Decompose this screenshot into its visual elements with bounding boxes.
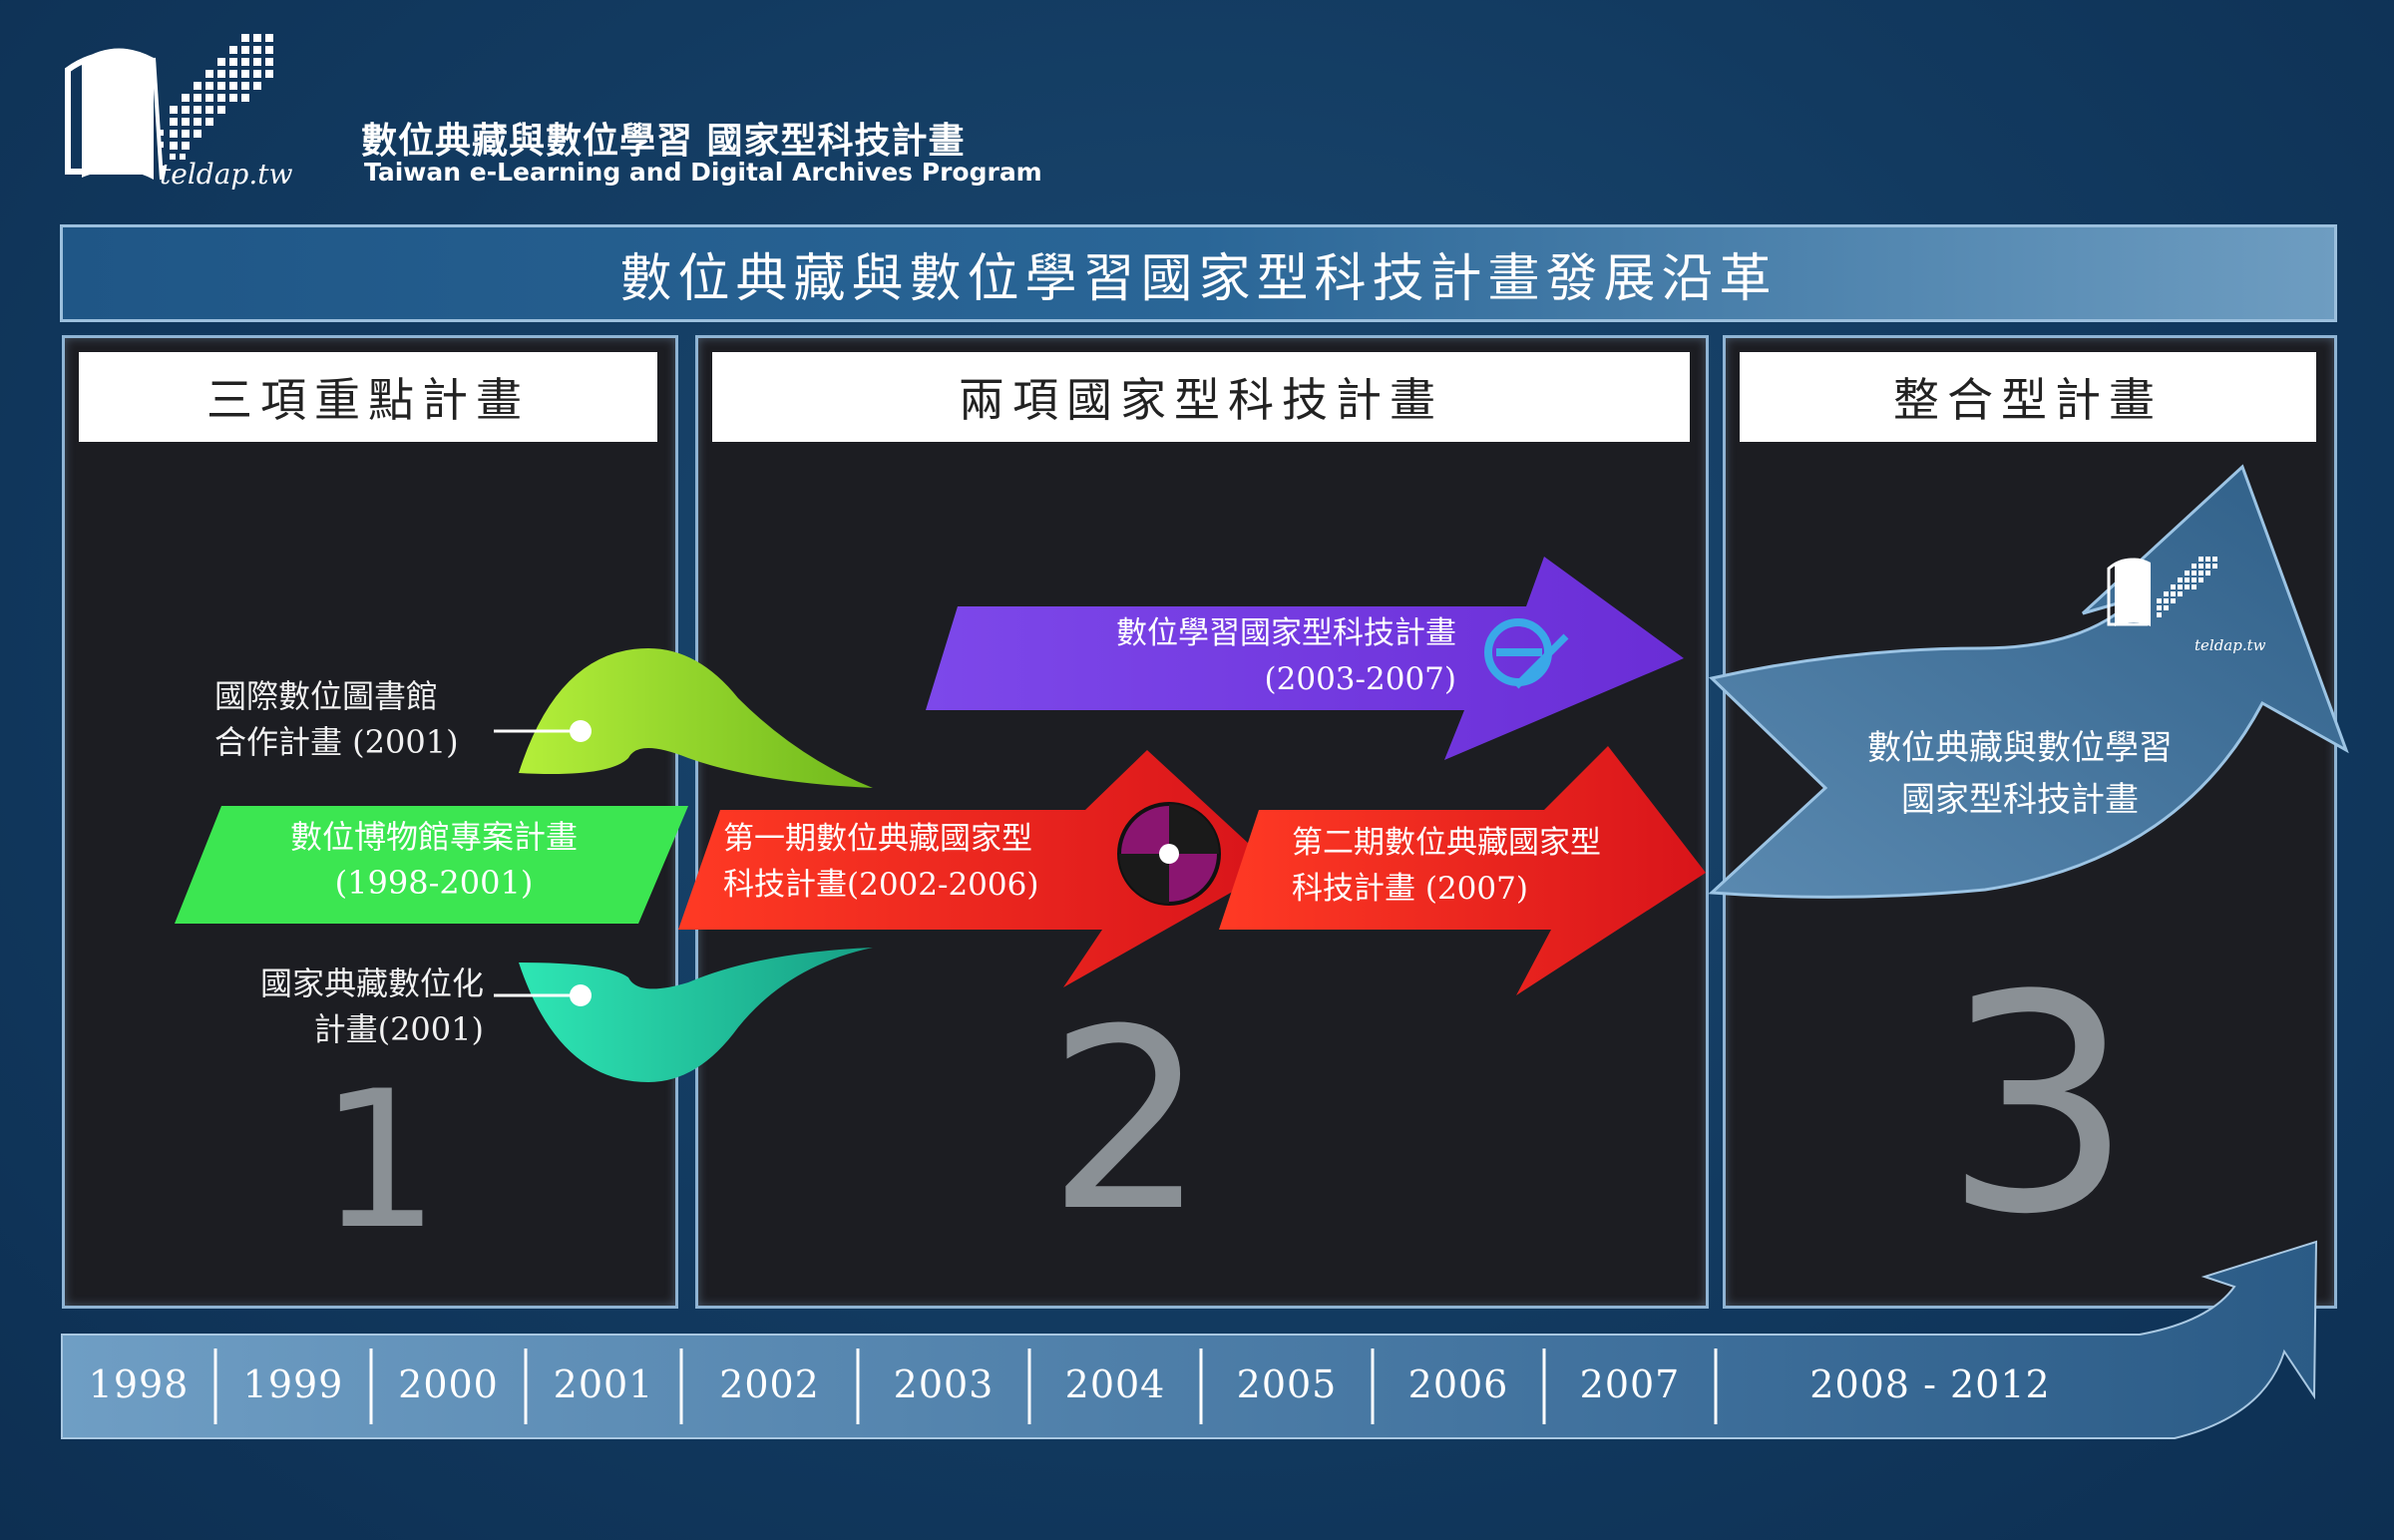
merged-program-line1: 數位典藏與數位學習 [1867,728,2173,768]
title-bar: 數位典藏與數位學習國家型科技計畫發展沿革 [60,224,2337,322]
digital-museum-line1: 數位博物館專案計畫 [289,818,578,856]
phase-number-1: 1 [319,1050,440,1271]
timeline-year: 1999 [242,1362,344,1406]
digital-museum-line2: (1998-2001) [334,864,534,902]
archive-phase1-label: 第一期數位典藏國家型 科技計畫(2002-2006) [723,816,1122,908]
teldap-logo-icon [65,34,273,181]
merged-program-line2: 國家型科技計畫 [1901,780,2139,820]
intl-digital-library-line1: 國際數位圖書館 [214,677,439,715]
archive-phase1-line2: 科技計畫(2002-2006) [723,867,1039,903]
digital-archive-disc-icon [1117,802,1221,906]
timeline-year: 2007 [1579,1362,1681,1406]
national-archive-line1: 國家典藏數位化 [259,964,484,1002]
elearning-arrow-label: 數位學習國家型科技計畫 (2003-2007) [1007,610,1456,702]
elearning-arrow-line2: (2003-2007) [1264,661,1456,697]
timeline-year: 1998 [88,1362,190,1406]
logo-wordmark: teldap.tw [160,158,293,191]
phase-heading-1: 三項重點計畫 [79,352,657,442]
digital-museum-label: 數位博物館專案計畫 (1998-2001) [214,814,653,906]
national-archive-line2: 計畫(2001) [313,1010,484,1048]
green-museum-banner [175,806,688,924]
timeline-year: 2006 [1407,1362,1509,1406]
timeline-year: 2003 [893,1362,995,1406]
timeline-year: 2001 [553,1362,654,1406]
timeline-year: 2005 [1236,1362,1338,1406]
lime-swoosh-arrow [519,648,873,788]
timeline: 1998 1999 2000 2001 2002 2003 2004 2005 … [62,1335,2256,1434]
phase-number-2: 2 [1047,975,1207,1266]
elearning-arrow-line1: 數位學習國家型科技計畫 [1116,615,1456,651]
purple-elearning-arrow [926,557,1684,760]
elearning-e-icon [1484,618,1569,689]
org-name-en: Taiwan e-Learning and Digital Archives P… [364,158,1042,187]
red-archive-phase2-arrow [1219,746,1706,995]
phase-number-3: 3 [1943,932,2134,1280]
intl-digital-library-label: 國際數位圖書館 合作計畫 (2001) [214,673,504,765]
national-archive-label: 國家典藏數位化 計畫(2001) [204,961,484,1052]
timeline-year: 2002 [719,1362,820,1406]
merged-program-arrow [1708,464,2349,899]
red-archive-phase1-arrow [678,750,1275,987]
timeline-year: 2000 [398,1362,499,1406]
archive-phase2-label: 第二期數位典藏國家型 科技計畫 (2007) [1292,820,1691,912]
page-title: 數位典藏與數位學習國家型科技計畫發展沿革 [619,248,1778,309]
timeline-band-arrow [61,1240,2318,1439]
archive-phase2-line1: 第二期數位典藏國家型 [1292,825,1601,861]
intl-digital-library-line2: 合作計畫 (2001) [214,723,459,761]
org-name-zh: 數位典藏與數位學習 國家型科技計畫 [361,121,966,162]
phase-heading-3: 整合型計畫 [1740,352,2316,442]
timeline-year: 2004 [1064,1362,1166,1406]
small-logo-wordmark: teldap.tw [2194,636,2266,654]
teldap-small-logo-icon [2107,557,2217,626]
merged-program-label: 數位典藏與數位學習 國家型科技計畫 [1796,722,2244,826]
teal-swoosh-arrow [519,948,873,1082]
phase-heading-2: 兩項國家型科技計畫 [712,352,1690,442]
archive-phase2-line2: 科技計畫 (2007) [1292,871,1528,907]
archive-phase1-line1: 第一期數位典藏國家型 [723,821,1032,857]
timeline-year-range: 2008 - 2012 [1809,1362,2051,1406]
